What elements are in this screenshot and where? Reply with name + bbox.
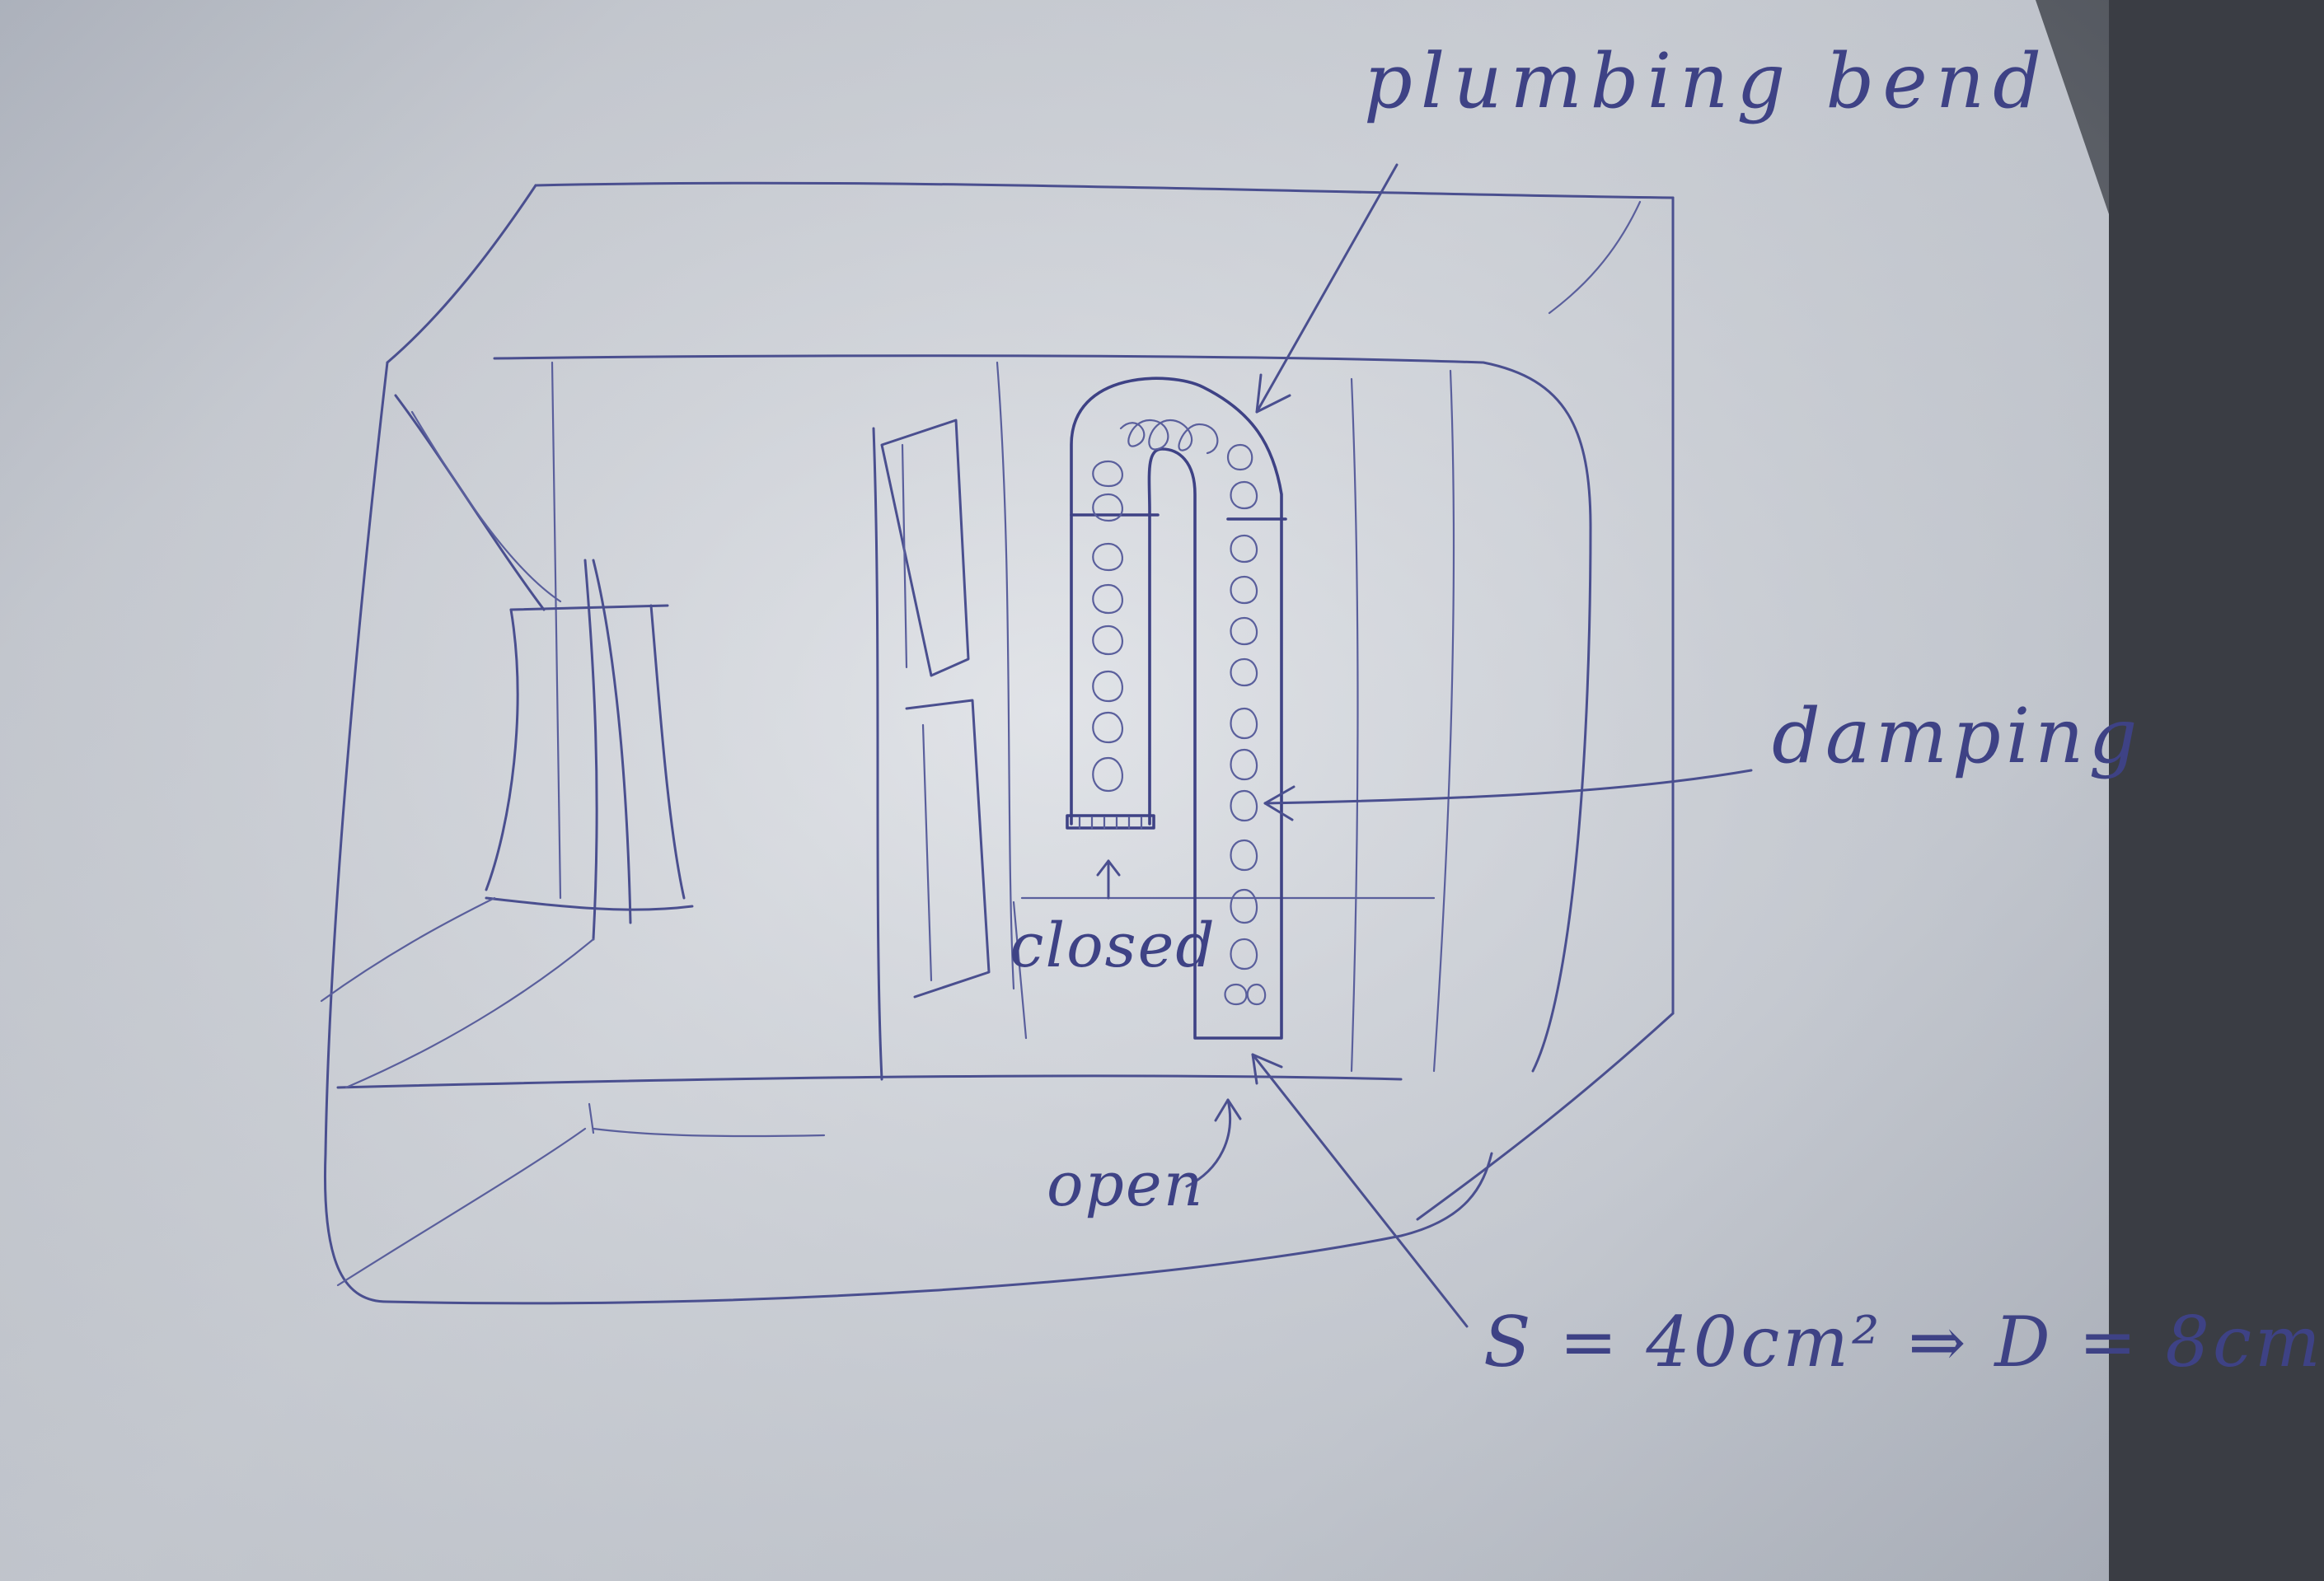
formula-arrow (1251, 1053, 1469, 1328)
plumbing-bend-label: plumbing bend (1364, 37, 2050, 125)
open-label: open (1047, 1149, 1205, 1220)
annotation-arrows (1096, 163, 1753, 1328)
room-outline (323, 181, 1675, 1305)
closed-label: closed (1010, 910, 1216, 981)
room-sketch (320, 163, 1753, 1328)
left-window (320, 394, 826, 1287)
open-arrow (1185, 1098, 1232, 1188)
damping-coils (1092, 419, 1267, 1006)
damping-label: damping (1772, 692, 2143, 780)
paper-sheet (0, 0, 2109, 1581)
center-door (872, 419, 991, 1081)
back-wall (336, 354, 1592, 1089)
damping-arrow (1263, 769, 1753, 805)
bend-arrow (1255, 163, 1399, 414)
plumbing-bend-pipe (1066, 377, 1287, 1040)
area-diameter-formula: S = 40cm² ⇒ D = 8cm (1483, 1302, 2324, 1382)
